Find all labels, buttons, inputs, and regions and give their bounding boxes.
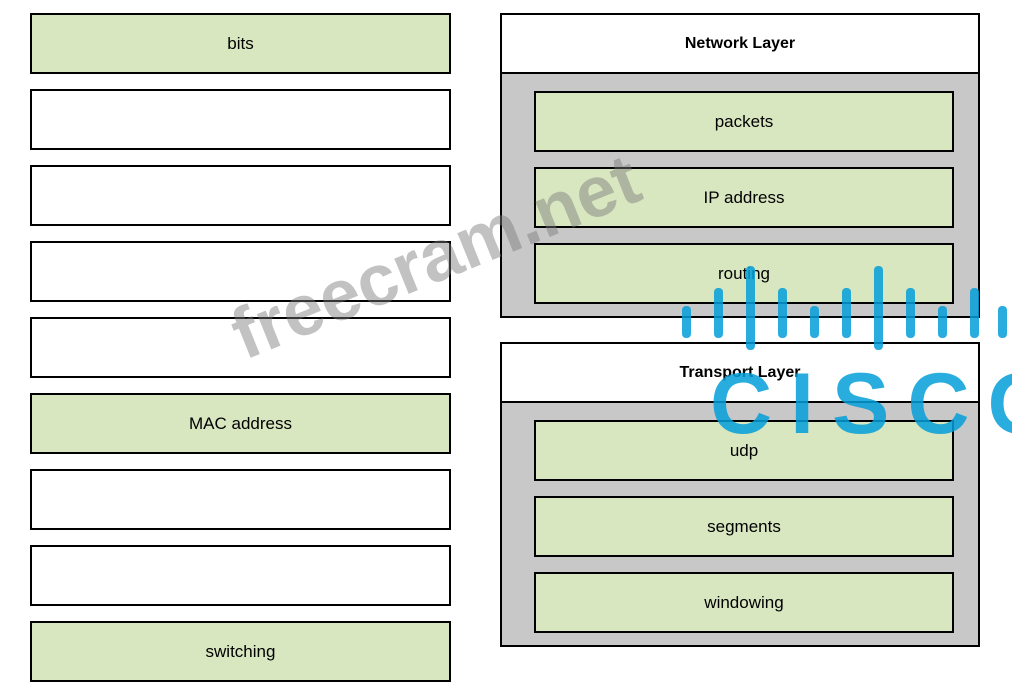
left-box-3[interactable] (30, 165, 451, 226)
left-box-7[interactable] (30, 469, 451, 530)
network-layer-group: Network Layer packets IP address routing (500, 13, 980, 318)
left-box-6-label: MAC address (189, 413, 292, 433)
left-box-5[interactable] (30, 317, 451, 378)
transport-layer-title: Transport Layer (502, 344, 978, 403)
left-box-6[interactable]: MAC address (30, 393, 451, 454)
network-layer-title: Network Layer (502, 15, 978, 74)
network-layer-box-1-label: packets (714, 111, 774, 131)
left-box-8[interactable] (30, 545, 451, 606)
network-layer-box-1[interactable]: packets (534, 91, 954, 152)
transport-layer-box-3[interactable]: windowing (534, 572, 954, 633)
network-layer-box-2-label: IP address (703, 187, 785, 207)
network-layer-box-3[interactable]: routing (534, 243, 954, 304)
transport-layer-box-1-label: udp (729, 440, 759, 460)
network-layer-box-3-label: routing (718, 263, 770, 283)
transport-layer-box-2[interactable]: segments (534, 496, 954, 557)
transport-layer-box-2-label: segments (707, 516, 781, 536)
left-box-1[interactable]: bits (30, 13, 451, 74)
network-layer-box-2[interactable]: IP address (534, 167, 954, 228)
left-box-2[interactable] (30, 89, 451, 150)
transport-layer-box-1[interactable]: udp (534, 420, 954, 481)
left-box-9[interactable]: switching (30, 621, 451, 682)
left-box-1-label: bits (227, 33, 254, 53)
left-box-4[interactable] (30, 241, 451, 302)
transport-layer-group: Transport Layer udp segments windowing (500, 342, 980, 647)
left-box-9-label: switching (205, 641, 276, 661)
transport-layer-box-3-label: windowing (704, 592, 784, 612)
